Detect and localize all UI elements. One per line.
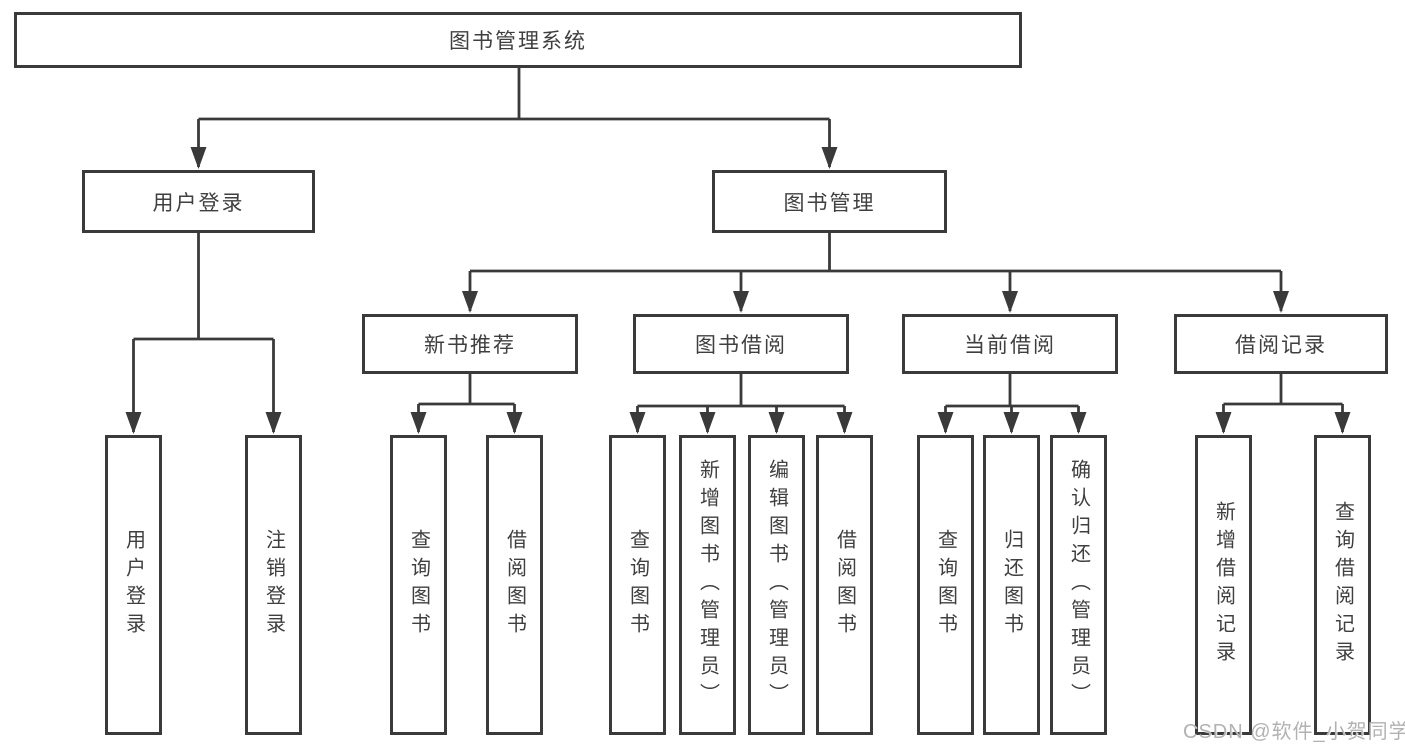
node-new-book-recommend: 新书推荐 [362, 314, 578, 374]
leaf-borrow-books-recommend: 借阅图书 [486, 435, 543, 735]
node-library-management-system: 图书管理系统 [14, 12, 1022, 68]
leaf-return-books: 归还图书 [983, 435, 1040, 735]
leaf-confirm-return-admin: 确认归还（管理员） [1050, 435, 1107, 735]
node-book-borrowing: 图书借阅 [633, 314, 849, 374]
node-book-management: 图书管理 [712, 170, 947, 233]
leaf-edit-books-admin: 编辑图书（管理员） [748, 435, 805, 735]
csdn-watermark: CSDN @软件_小贺同学 [1183, 721, 1405, 743]
leaf-query-borrow-record: 查询借阅记录 [1314, 435, 1371, 735]
leaf-logout: 注销登录 [245, 435, 302, 735]
node-current-borrowing: 当前借阅 [902, 314, 1118, 374]
leaf-query-books-recommend: 查询图书 [390, 435, 447, 735]
leaf-query-books-current: 查询图书 [917, 435, 974, 735]
leaf-borrow-books-borrowing: 借阅图书 [816, 435, 873, 735]
node-borrowing-records: 借阅记录 [1174, 314, 1388, 374]
leaf-add-borrow-record: 新增借阅记录 [1195, 435, 1252, 735]
leaf-user-login: 用户登录 [105, 435, 162, 735]
leaf-add-books-admin: 新增图书（管理员） [679, 435, 736, 735]
leaf-query-books-borrowing: 查询图书 [609, 435, 666, 735]
node-user-login: 用户登录 [82, 170, 315, 233]
